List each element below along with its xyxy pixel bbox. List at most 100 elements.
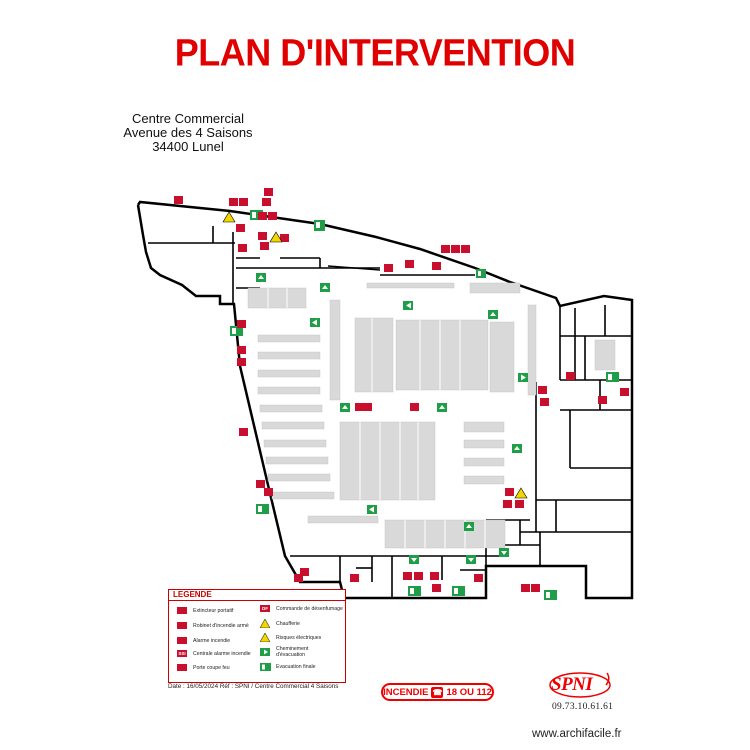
legend-label: Extincteur portatif: [193, 607, 234, 614]
evacuation-arrow-icon: [403, 301, 413, 310]
fire-hose-icon: [262, 198, 271, 206]
legend-label: Chaufferie: [276, 620, 300, 627]
emergency-label: INCENDIE: [383, 686, 429, 698]
emergency-numbers: 18 OU 112: [446, 686, 492, 698]
evacuation-arrow-icon: [499, 548, 509, 557]
extinguisher-icon: [177, 607, 187, 614]
fire-alarm-icon: [620, 388, 629, 396]
legend-item-fire-hose: Robinet d'incendie armé: [177, 622, 249, 629]
fire-alarm-icon: [268, 212, 277, 220]
legend: LEGENDE Extincteur portatif Robinet d'in…: [168, 589, 346, 683]
electrical-warning-icon: [260, 633, 270, 642]
final-exit-icon: [606, 372, 619, 382]
final-exits: [230, 210, 619, 600]
fire-alarm-icon: [239, 198, 248, 206]
fire-door-icon: [531, 584, 540, 592]
extinguisher-icon: [432, 262, 441, 270]
extinguisher-icon: [363, 403, 372, 411]
extinguisher-icon: [280, 234, 289, 242]
extinguisher-icon: [538, 386, 547, 394]
legend-label: Cheminement d'évacuation: [276, 646, 309, 658]
evacuation-arrow-icon: [466, 555, 476, 564]
company-name: SPNI: [551, 674, 593, 695]
legend-item-electrical: Risques électriques: [260, 633, 321, 642]
fire-door-icon: [238, 244, 247, 252]
evacuation-arrow-icon: [340, 403, 350, 412]
company-phone: 09.73.10.61.61: [552, 702, 614, 712]
fire-hose-icon: [177, 622, 187, 629]
evacuation-arrow-icon: [437, 403, 447, 412]
extinguisher-icon: [229, 198, 238, 206]
final-exit-icon: [408, 586, 421, 596]
final-exit-icon: [314, 220, 325, 231]
legend-item-fire-door: Porte coupe feu: [177, 664, 230, 671]
inner-walls: [148, 226, 632, 598]
extinguisher-icon: [414, 572, 423, 580]
fire-alarm-icon: [451, 245, 460, 253]
evacuation-arrow-icon: [310, 318, 320, 327]
legend-item-extinguisher: Extincteur portatif: [177, 607, 233, 614]
fire-alarm-icon: [430, 572, 439, 580]
extinguisher-icon: [264, 188, 273, 196]
fire-alarm-icon: [405, 260, 414, 268]
legend-item-final-exit: Evacuation finale: [260, 663, 316, 671]
smoke-control-icon: [515, 500, 524, 508]
legend-label: Evacuation finale: [276, 664, 316, 670]
legend-label: Alarme incendie: [193, 637, 231, 644]
fire-alarm-icon: [177, 637, 187, 644]
extinguisher-icon: [236, 224, 245, 232]
legend-label: Commande de désenfumage: [276, 605, 343, 612]
extinguisher-icon: [505, 488, 514, 496]
extinguisher-icon: [174, 196, 183, 204]
fire-alarm-icon: [503, 500, 512, 508]
evacuation-arrows: [256, 273, 528, 564]
legend-title: LEGENDE: [173, 590, 212, 599]
fire-alarm-icon: [300, 568, 309, 576]
watermark[interactable]: www.archifacile.fr: [532, 728, 622, 740]
extinguisher-icon: [239, 428, 248, 436]
smoke-control-icon: [461, 245, 470, 253]
fire-alarm-icon: [410, 403, 419, 411]
electrical-warning-icon: [222, 211, 236, 223]
legend-item-smoke-control: DF Commande de désenfumage: [260, 605, 343, 612]
company-logo: [549, 672, 611, 698]
address-line-3: 34400 Lunel: [152, 139, 224, 154]
legend-label: Risques électriques: [276, 634, 322, 641]
fire-hose-icon: [441, 245, 450, 253]
legend-item-fire-alarm: Alarme incendie: [177, 637, 230, 644]
legend-label: Porte coupe feu: [193, 664, 230, 671]
alarm-panel-icon: SSI: [177, 650, 187, 657]
final-exit-icon: [476, 269, 486, 278]
smoke-control-icon: DF: [260, 605, 270, 612]
extinguisher-icon: [264, 488, 273, 496]
fire-door-icon: [177, 664, 187, 671]
fire-door-icon: [355, 403, 364, 411]
evacuation-arrow-icon: [488, 310, 498, 319]
evacuation-arrow-icon: [512, 444, 522, 453]
shelf-dividers: [267, 288, 486, 548]
fire-hose-icon: [237, 346, 246, 354]
evacuation-arrow-icon: [464, 522, 474, 531]
final-exit-icon: [256, 504, 269, 514]
fire-alarm-icon: [256, 480, 265, 488]
address-line-2: Avenue des 4 Saisons: [123, 125, 253, 140]
emergency-banner: INCENDIE ☎ 18 OU 112: [381, 683, 494, 701]
fire-alarm-icon: [474, 574, 483, 582]
final-exit-icon: [250, 210, 263, 220]
evacuation-arrow-icon: [518, 373, 528, 382]
extinguisher-icon: [384, 264, 393, 272]
phone-icon: ☎: [431, 686, 444, 698]
extinguisher-icon: [350, 574, 359, 582]
legend-divider: [169, 600, 345, 601]
evacuation-arrow-icon: [367, 505, 377, 514]
legend-item-evacuation-route: Cheminement d'évacuation: [260, 646, 336, 658]
fire-hose-icon: [540, 398, 549, 406]
extinguisher-icon: [521, 584, 530, 592]
address-line-1: Centre Commercial: [132, 111, 244, 126]
extinguisher-icon: [237, 320, 246, 328]
final-exit-icon: [452, 586, 465, 596]
warnings: [222, 211, 528, 499]
site-address: Centre Commercial Avenue des 4 Saisons 3…: [118, 112, 258, 154]
legend-item-alarm-panel: SSI Centrale alarme incendie: [177, 650, 251, 657]
